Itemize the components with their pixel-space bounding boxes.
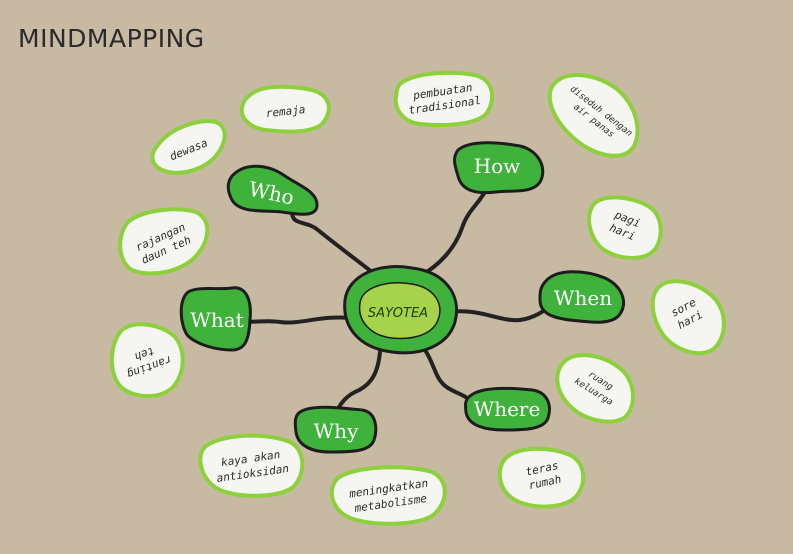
leaf-teras-rumah[interactable]: teras rumah [497, 446, 586, 509]
branch-when-label: When [554, 286, 612, 310]
branch-how-label: How [474, 154, 521, 178]
leaf-ranting-teh[interactable]: ranting teh [109, 322, 185, 398]
branch-why[interactable]: Why [293, 405, 378, 454]
center-label: SAYOTEA [368, 306, 428, 321]
connector-where [423, 348, 474, 404]
leaf-meningkatkan-shape [329, 465, 447, 526]
center-node[interactable]: SAYOTEA [343, 265, 458, 355]
branch-where[interactable]: Where [464, 386, 551, 432]
leaf-diseduh-shape [547, 73, 640, 158]
leaf-ruang-keluarga-shape [555, 353, 635, 424]
leaf-remaja-text: remaja [265, 103, 306, 120]
leaf-rajangan-shape [118, 207, 210, 276]
leaf-teras-rumah-shape [497, 446, 586, 509]
leaf-dewasa[interactable]: dewasa [150, 119, 227, 175]
branch-when[interactable]: When [538, 270, 625, 324]
leaf-ranting-teh-shape [109, 322, 185, 398]
leaf-meningkatkan[interactable]: meningkatkan metabolisme [329, 465, 447, 526]
branch-how[interactable]: How [453, 141, 545, 195]
leaf-kaya-shape [198, 433, 305, 498]
leaf-ranting-line2: teh [133, 344, 156, 363]
leaf-remaja[interactable]: remaja [239, 84, 331, 134]
leaf-rajangan[interactable]: rajangan daun teh [118, 207, 210, 276]
branch-who-shape [226, 164, 319, 216]
connector-what [243, 315, 352, 325]
connector-when [448, 303, 554, 323]
branch-what-label: What [190, 308, 243, 332]
branch-why-shape [293, 405, 378, 454]
branch-why-label: Why [314, 419, 359, 443]
leaf-sore-hari-shape [650, 279, 726, 356]
branch-when-shape [538, 270, 625, 324]
branch-where-label: Where [474, 397, 541, 421]
leaf-remaja-shape [239, 84, 331, 134]
branch-what-shape [179, 286, 252, 352]
leaf-kaya-antioksidan[interactable]: kaya akan antioksidan [198, 433, 305, 498]
connector-why [333, 350, 382, 417]
connector-who [290, 210, 374, 274]
branch-what[interactable]: What [179, 286, 252, 352]
branch-where-shape [464, 386, 551, 432]
leaf-pembuatan[interactable]: pembuatan tradisional [393, 70, 495, 127]
leaf-ruang-keluarga[interactable]: ruang keluarga [555, 353, 635, 424]
center-inner-shape [358, 282, 441, 340]
leaf-pagi-hari-shape [587, 195, 663, 260]
connector-how [418, 188, 488, 278]
leaf-dewasa-shape [150, 119, 227, 175]
leaf-pembuatan-shape [393, 70, 495, 127]
leaf-diseduh[interactable]: diseduh dengan air panas [547, 73, 640, 158]
branch-who[interactable]: Who [226, 164, 319, 216]
leaf-sore-hari[interactable]: sore hari [650, 279, 726, 356]
leaf-pagi-hari[interactable]: pagi hari [587, 195, 663, 260]
branch-how-shape [453, 141, 545, 195]
page-title: MINDMAPPING [18, 24, 205, 53]
